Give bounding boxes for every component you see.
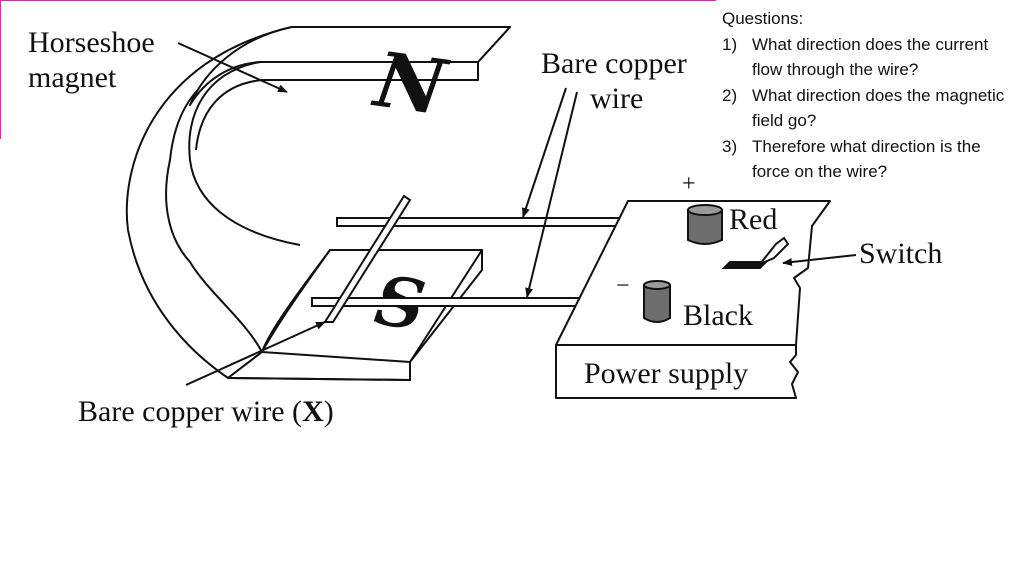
switch-arrow: [782, 254, 857, 266]
pole-north-label: N: [368, 34, 454, 132]
horseshoe-magnet-arrow: [177, 42, 288, 93]
switch: [721, 236, 790, 269]
bare-copper-wire-label-line1: Bare copper: [541, 47, 687, 80]
bare-copper-wire-arrow-upper: [522, 87, 567, 218]
bare-copper-wire-x-arrow: [185, 321, 326, 386]
bare-copper-wire-x-mark: X: [302, 395, 324, 428]
magnet-inner-curve: [188, 61, 301, 246]
questions-panel: Questions: 1) What direction does the cu…: [722, 6, 1022, 185]
bare-copper-wire-arrow-lower: [525, 91, 578, 298]
question-item-2: 2) What direction does the magnetic fiel…: [722, 83, 1022, 134]
question-text: What direction does the current flow thr…: [752, 34, 989, 80]
red-terminal-label: Red: [729, 203, 777, 236]
copper-rails: [311, 217, 701, 307]
black-terminal: [643, 280, 671, 323]
switch-label: Switch: [859, 237, 942, 270]
question-text: Therefore what direction is the force on…: [752, 136, 981, 182]
power-supply-label: Power supply: [584, 357, 748, 390]
magnet-north-arm-top: [189, 26, 511, 106]
question-number: 2): [722, 85, 738, 105]
horseshoe-magnet-label-line1: Horseshoe: [28, 26, 155, 59]
magnet-south-arm-edge: [227, 362, 411, 381]
horseshoe-magnet: [125, 26, 511, 381]
question-item-3: 3) Therefore what direction is the force…: [722, 134, 1022, 185]
bare-copper-wire-x-suffix: ): [324, 395, 334, 428]
bare-copper-wire-x-prefix: Bare copper wire (: [78, 395, 302, 428]
questions-heading: Questions:: [722, 9, 804, 28]
minus-sign: −: [616, 273, 630, 299]
power-supply-front-face: [555, 344, 799, 399]
bare-copper-wire-label-line2: wire: [590, 82, 643, 115]
questions-list: 1) What direction does the current flow …: [722, 32, 1022, 185]
power-supply-box: [555, 200, 831, 399]
bare-copper-wire-x-label: Bare copper wire (X): [78, 395, 334, 428]
red-terminal: [687, 204, 723, 245]
question-item-1: 1) What direction does the current flow …: [722, 32, 1022, 83]
black-terminal-label: Black: [683, 299, 753, 332]
bare-copper-wire-x: [323, 194, 412, 323]
horseshoe-magnet-label-line2: magnet: [28, 61, 117, 94]
switch-lever: [759, 236, 790, 265]
question-number: 3): [722, 136, 738, 156]
label-arrows: [177, 42, 857, 386]
switch-base: [721, 261, 769, 269]
magnet-outer-curve: [125, 26, 511, 379]
question-number: 1): [722, 34, 738, 54]
plus-sign: +: [682, 171, 696, 197]
question-text: What direction does the magnetic field g…: [752, 85, 1005, 131]
